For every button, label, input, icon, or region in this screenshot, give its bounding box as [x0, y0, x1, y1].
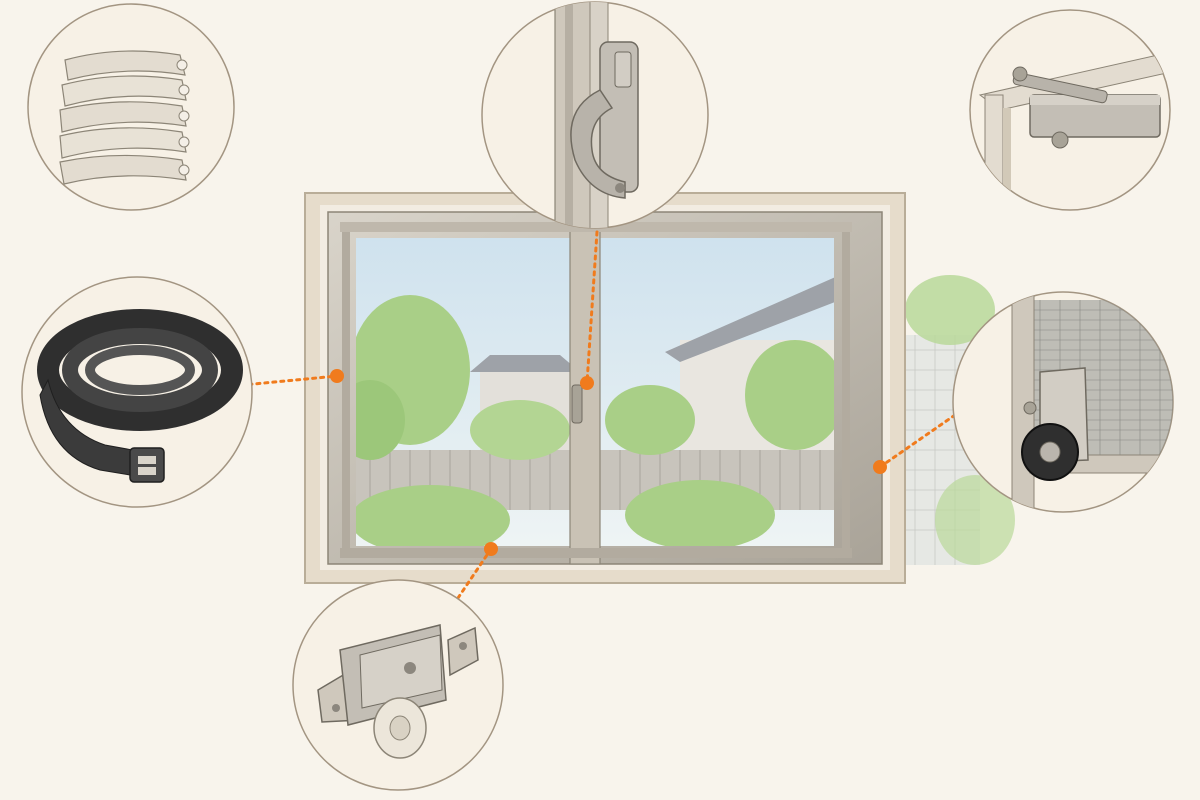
callout-rubber-gasket: [21, 276, 253, 508]
callout-sliding-roller: [292, 579, 504, 791]
window-latch-icon: [554, 2, 639, 228]
screen-roller-icon: [1011, 292, 1173, 511]
vinyl-weatherstrip-icon: [59, 50, 190, 185]
callout-dots: [330, 369, 887, 556]
callout-door-closer: [969, 9, 1171, 211]
sliding-window: [304, 192, 906, 584]
callout-screen-roller: [952, 291, 1174, 513]
rubber-gasket-icon: [37, 309, 243, 483]
callout-vinyl-weatherstrip: [27, 3, 235, 211]
left-glass-pane: [356, 238, 570, 546]
sliding-roller-icon: [317, 624, 479, 759]
window-latch-handle: [571, 384, 583, 424]
right-glass-pane: [600, 238, 834, 546]
callout-window-latch: [481, 1, 709, 229]
